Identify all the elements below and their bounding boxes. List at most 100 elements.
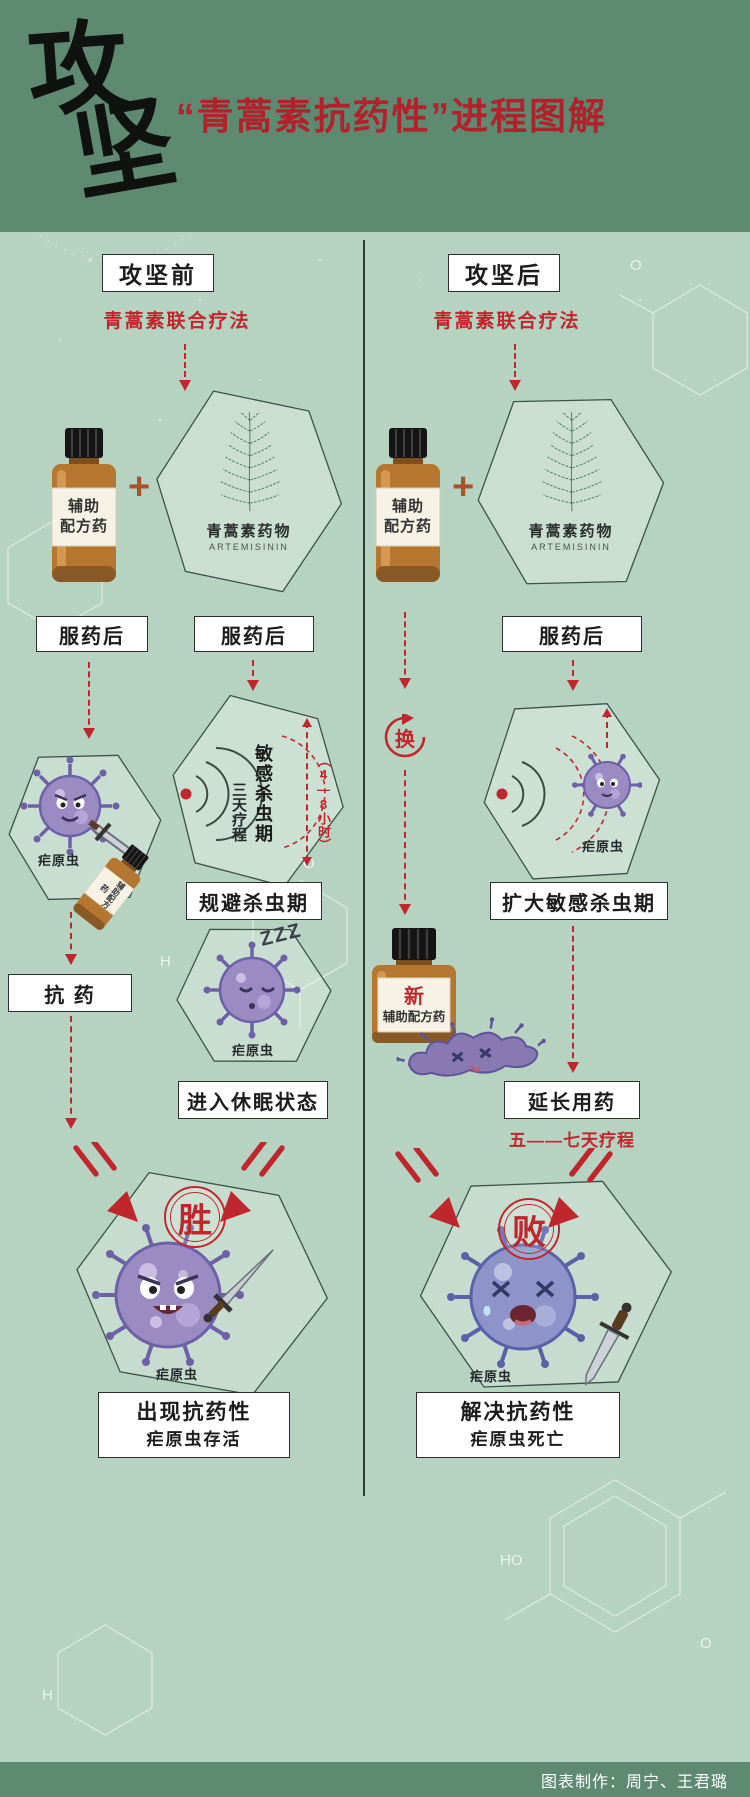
attack-arrow-icon bbox=[220, 1142, 285, 1222]
artemisinin-card-right: 青蒿素药物 ARTEMISININ bbox=[472, 390, 670, 595]
credit-text: 图表制作：周宁、王君璐 bbox=[540, 1773, 728, 1791]
artemisia-plant-icon bbox=[541, 411, 603, 512]
parasite-small-illustration bbox=[572, 753, 642, 817]
defeat-char: 败 bbox=[512, 1213, 546, 1252]
attack-arrow-icon bbox=[73, 1142, 138, 1222]
switch-char: 换 bbox=[395, 728, 415, 751]
parasite-attacking-illustration bbox=[20, 756, 120, 856]
after-meds-box-left-plant: 服药后 bbox=[194, 616, 314, 652]
attack-arrow-icon bbox=[395, 1148, 460, 1228]
fallen-sword-icon bbox=[564, 1289, 648, 1394]
expand-box: 扩大敏感杀虫期 bbox=[490, 882, 668, 920]
svg-text:HO: HO bbox=[500, 1552, 523, 1569]
plant-latin-name: ARTEMISININ bbox=[209, 542, 289, 552]
parasite-label: 疟原虫 bbox=[38, 853, 81, 868]
radar-waves-icon bbox=[180, 735, 326, 849]
plant-name: 青蒿素药物 bbox=[206, 523, 292, 540]
dashed-arrow-down bbox=[65, 1016, 77, 1129]
header-banner bbox=[0, 0, 750, 232]
parasite-label: 疟原虫 bbox=[156, 1367, 199, 1382]
result-box-right: 解决抗药性 疟原虫死亡 bbox=[416, 1392, 620, 1458]
expanded-kill-window-scene: 疟原虫 bbox=[478, 696, 666, 888]
stage-label-before: 攻坚前 bbox=[102, 254, 214, 292]
plus-icon: + bbox=[128, 466, 151, 508]
victory-char: 胜 bbox=[178, 1201, 212, 1240]
new-pill-bottle: 新 辅助配方药 bbox=[366, 926, 462, 1048]
artemisia-plant-icon bbox=[219, 411, 281, 512]
result-title: 出现抗药性 bbox=[136, 1401, 252, 1425]
attack-scene: 辅助配方药 疟原虫 bbox=[4, 748, 166, 930]
dashed-arrow-down bbox=[179, 344, 191, 391]
period-span-arrow bbox=[302, 718, 312, 866]
svg-text:H: H bbox=[160, 953, 171, 970]
result-box-left: 出现抗药性 疟原虫存活 bbox=[98, 1392, 290, 1458]
bottle-label-line2: 配方药 bbox=[383, 518, 432, 535]
pill-bottle-icon bbox=[51, 428, 117, 582]
therapy-label-left: 青蒿素联合疗法 bbox=[103, 311, 251, 332]
kill-window-scene: 三天疗程 敏感杀虫期 （4—8小时） bbox=[166, 696, 350, 888]
bottle-label-line: 辅助配方药 bbox=[382, 1009, 446, 1024]
svg-text:O: O bbox=[630, 257, 642, 274]
result-subtitle: 疟原虫存活 bbox=[146, 1429, 242, 1449]
svg-text:H: H bbox=[42, 1687, 53, 1704]
dashed-arrow-down bbox=[247, 660, 259, 691]
plus-icon: + bbox=[452, 466, 475, 508]
stage-label-after: 攻坚后 bbox=[448, 254, 560, 292]
bottle-label: 辅助 配方药 bbox=[52, 488, 116, 546]
parasite-sleeping-illustration bbox=[203, 941, 301, 1039]
bottle-label-line1: 辅助 bbox=[67, 497, 100, 515]
defeat-badge: 败 bbox=[498, 1198, 560, 1260]
after-meds-box-left-bottle: 服药后 bbox=[36, 616, 148, 652]
dashed-arrow-down bbox=[509, 344, 521, 391]
switch-icon: 换 bbox=[382, 712, 428, 760]
plant-name: 青蒿素药物 bbox=[528, 523, 614, 540]
column-divider bbox=[363, 240, 365, 1496]
dormant-scene: ZZZ 疟原虫 bbox=[172, 919, 336, 1070]
bottle-label: 新 辅助配方药 bbox=[378, 978, 450, 1032]
dashed-arrow-down bbox=[567, 660, 579, 691]
extend-course-label: 五——七天疗程 bbox=[509, 1131, 635, 1150]
calligraphy-char-2: 坚 bbox=[64, 83, 184, 216]
footer-credit-bar: 图表制作：周宁、王君璐 bbox=[0, 1762, 750, 1797]
hours-label: （4—8小时） bbox=[316, 754, 331, 851]
new-mark: 新 bbox=[404, 985, 424, 1008]
result-title: 解决抗药性 bbox=[460, 1401, 576, 1425]
pill-bottle-left: 辅助 配方药 bbox=[44, 426, 124, 586]
kill-window-label: 敏感杀虫期 bbox=[253, 744, 273, 844]
artemisinin-card-left: 青蒿素药物 ARTEMISININ bbox=[150, 390, 348, 595]
dashed-arrow-down bbox=[83, 662, 95, 739]
bottle-label-line1: 辅助 bbox=[391, 497, 424, 515]
result-subtitle: 疟原虫死亡 bbox=[470, 1429, 566, 1449]
dashed-arrow-down bbox=[567, 926, 579, 1073]
extend-box: 延长用药 bbox=[504, 1081, 640, 1119]
plant-latin-name: ARTEMISININ bbox=[531, 542, 611, 552]
parasite-label: 疟原虫 bbox=[232, 1043, 275, 1058]
pill-bottle-right: 辅助 配方药 bbox=[368, 426, 448, 586]
svg-text:O: O bbox=[700, 1635, 712, 1652]
victory-badge: 胜 bbox=[164, 1186, 226, 1248]
course-label: 三天疗程 bbox=[230, 782, 247, 842]
parasite-squashed-illustration bbox=[395, 1017, 546, 1077]
parasite-label: 疟原虫 bbox=[470, 1369, 513, 1384]
dashed-arrow-up bbox=[602, 708, 612, 748]
pill-bottle-icon bbox=[73, 844, 149, 930]
evade-box: 规避杀虫期 bbox=[186, 882, 322, 920]
therapy-label-right: 青蒿素联合疗法 bbox=[433, 311, 581, 332]
pill-bottle-icon bbox=[375, 428, 441, 582]
resist-box: 抗 药 bbox=[8, 974, 132, 1012]
attack-arrow-icon bbox=[548, 1148, 613, 1228]
hexagon-frame bbox=[466, 684, 679, 900]
dormant-box: 进入休眠状态 bbox=[178, 1081, 328, 1119]
tilted-pill-bottle: 辅助配方药 bbox=[67, 836, 160, 937]
bottle-label-line2: 配方药 bbox=[59, 518, 108, 535]
dashed-arrow-down bbox=[65, 912, 77, 965]
surviving-parasite-scene: 胜 疟原虫 bbox=[68, 1172, 336, 1398]
dashed-arrow-down bbox=[399, 770, 411, 915]
defeated-parasite-scene: 败 疟原虫 bbox=[412, 1172, 680, 1398]
dashed-arrow-down bbox=[399, 612, 411, 689]
parasite-label: 疟原虫 bbox=[582, 839, 625, 854]
page-title: “青蒿素抗药性”进程图解 bbox=[176, 96, 607, 137]
bottle-label: 辅助 配方药 bbox=[376, 488, 440, 546]
pill-bottle-icon bbox=[372, 928, 456, 1043]
